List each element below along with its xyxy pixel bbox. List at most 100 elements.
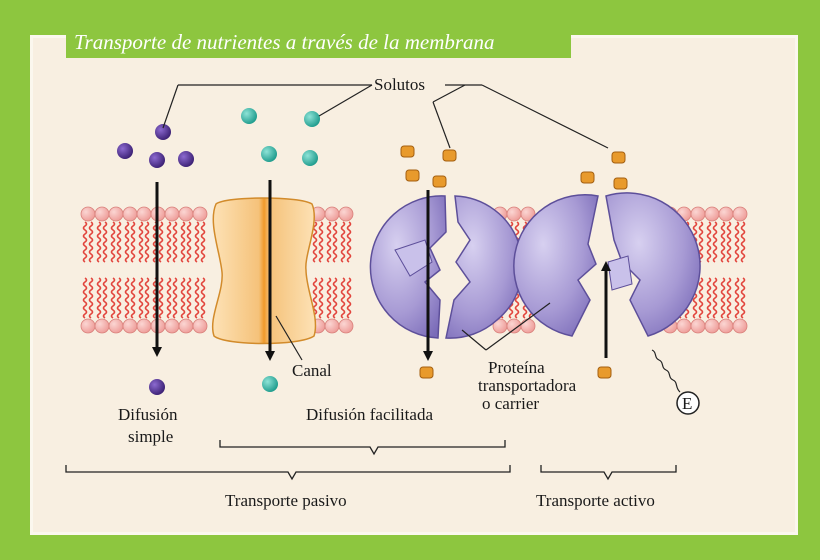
diagram-title: Transporte de nutrientes a través de la … bbox=[74, 30, 495, 54]
lipid-head bbox=[324, 318, 340, 334]
label-difusion-simple-2: simple bbox=[128, 427, 173, 446]
lipid-tail bbox=[88, 221, 94, 263]
lipid-head bbox=[676, 318, 692, 334]
lipid-tail bbox=[698, 277, 704, 319]
solutes-teal bbox=[241, 108, 320, 392]
lipid-tail bbox=[96, 277, 102, 319]
transport-arrows bbox=[152, 180, 611, 361]
label-proteina-1: Proteína bbox=[488, 358, 545, 377]
channel-protein bbox=[212, 197, 317, 345]
lipid-head bbox=[520, 206, 536, 222]
lipid-tail bbox=[180, 277, 186, 319]
lipid-head bbox=[520, 318, 536, 334]
lipid-head bbox=[704, 206, 720, 222]
label-energia: E bbox=[682, 394, 692, 413]
lipid-tail bbox=[712, 277, 718, 319]
group-braces bbox=[65, 440, 677, 481]
lipid-head bbox=[506, 206, 522, 222]
lipid-tail bbox=[172, 277, 178, 319]
lipid-head bbox=[164, 206, 180, 222]
label-difusion-simple-1: Difusión bbox=[118, 405, 178, 424]
lipid-tail bbox=[734, 221, 740, 263]
lipid-tail bbox=[340, 221, 346, 263]
lipid-tail bbox=[102, 277, 108, 319]
lipid-tail bbox=[130, 277, 136, 319]
lipid-head bbox=[178, 318, 194, 334]
lipid-tail bbox=[194, 221, 200, 263]
label-difusion-facilitada: Difusión facilitada bbox=[306, 405, 433, 424]
lipid-tail bbox=[740, 221, 746, 263]
lipid-head bbox=[94, 318, 110, 334]
lipid-head bbox=[80, 318, 96, 334]
lipid-tail bbox=[88, 277, 94, 319]
lipid-tail bbox=[124, 221, 130, 263]
lipid-head bbox=[690, 318, 706, 334]
lipid-tail bbox=[346, 221, 352, 263]
lipid-tail bbox=[194, 277, 200, 319]
solutes-purple bbox=[117, 124, 194, 395]
lipid-tail bbox=[200, 221, 206, 263]
lipid-head bbox=[732, 206, 748, 222]
lipid-tail bbox=[340, 277, 346, 319]
label-transporte-activo: Transporte activo bbox=[536, 491, 655, 510]
lipid-head bbox=[108, 318, 124, 334]
lipid-head bbox=[108, 206, 124, 222]
lipid-head bbox=[122, 206, 138, 222]
label-proteina-3: o carrier bbox=[482, 394, 539, 413]
lipid-tail bbox=[96, 221, 102, 263]
lipid-tail bbox=[318, 221, 324, 263]
lipid-head bbox=[718, 318, 734, 334]
lipid-head bbox=[94, 206, 110, 222]
lipid-tail bbox=[82, 221, 88, 263]
lipid-tail bbox=[726, 277, 732, 319]
carrier-protein-facilitated bbox=[369, 195, 524, 339]
lipid-tail bbox=[706, 277, 712, 319]
carrier-protein-active bbox=[513, 192, 701, 337]
lipid-tail bbox=[312, 277, 318, 319]
lipid-tail bbox=[712, 221, 718, 263]
lipid-tail bbox=[180, 221, 186, 263]
lipid-head bbox=[690, 206, 706, 222]
lipid-tail bbox=[734, 277, 740, 319]
lipid-tail bbox=[326, 277, 332, 319]
lipid-head bbox=[164, 318, 180, 334]
lipid-tail bbox=[740, 277, 746, 319]
title-banner bbox=[66, 28, 571, 58]
lipid-tail bbox=[144, 221, 150, 263]
leader-lines bbox=[162, 84, 681, 393]
lipid-head bbox=[80, 206, 96, 222]
lipid-tail bbox=[110, 221, 116, 263]
lipid-bilayer bbox=[80, 206, 748, 334]
lipid-tail bbox=[720, 221, 726, 263]
lipid-tail bbox=[116, 221, 122, 263]
lipid-head bbox=[324, 206, 340, 222]
lipid-tail bbox=[158, 221, 164, 263]
lipid-tail bbox=[138, 221, 144, 263]
lipid-head bbox=[338, 206, 354, 222]
lipid-tail bbox=[720, 277, 726, 319]
lipid-tail bbox=[110, 277, 116, 319]
lipid-tail bbox=[346, 277, 352, 319]
lipid-tail bbox=[124, 277, 130, 319]
lipid-tail bbox=[326, 221, 332, 263]
lipid-tail bbox=[166, 221, 172, 263]
lipid-tail bbox=[172, 221, 178, 263]
lipid-head bbox=[192, 206, 208, 222]
lipid-head bbox=[718, 206, 734, 222]
lipid-head bbox=[192, 318, 208, 334]
lipid-tail bbox=[116, 277, 122, 319]
label-canal: Canal bbox=[292, 361, 332, 380]
lipid-tail bbox=[144, 277, 150, 319]
lipid-head bbox=[136, 206, 152, 222]
lipid-tail bbox=[82, 277, 88, 319]
lipid-tail bbox=[706, 221, 712, 263]
lipid-tail bbox=[138, 277, 144, 319]
lipid-head bbox=[338, 318, 354, 334]
lipid-tail bbox=[200, 277, 206, 319]
lipid-tail bbox=[166, 277, 172, 319]
label-proteina-2: transportadora bbox=[478, 376, 577, 395]
energy-circle bbox=[676, 391, 700, 415]
lipid-tail bbox=[698, 221, 704, 263]
lipid-head bbox=[122, 318, 138, 334]
